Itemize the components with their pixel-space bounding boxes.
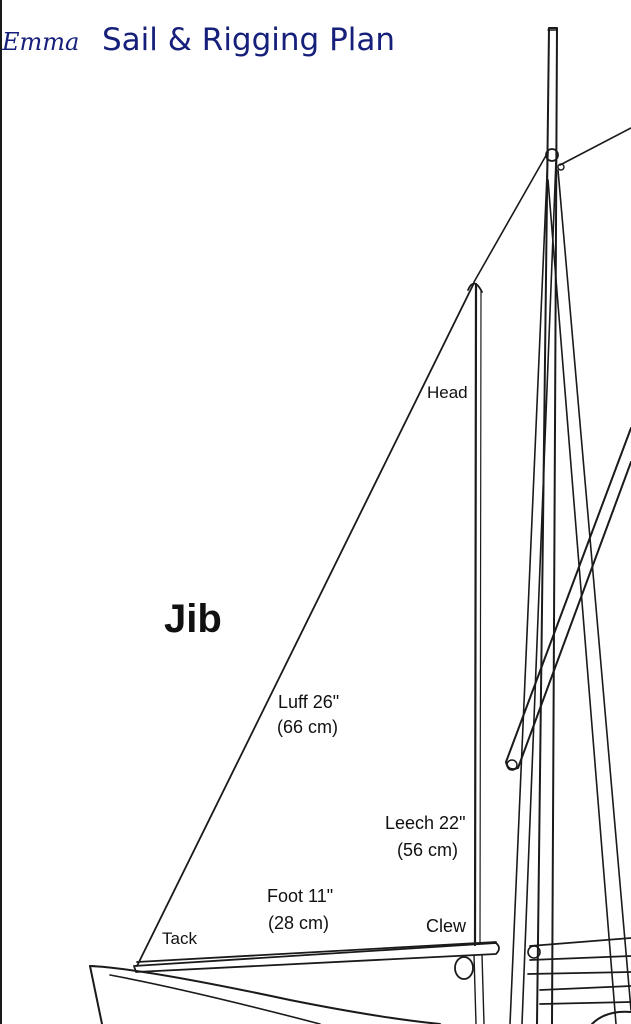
sail-name-label: Jib xyxy=(164,597,222,641)
gaff-spar xyxy=(505,427,631,771)
rigging-lines xyxy=(473,127,631,1024)
clew-label: Clew xyxy=(426,916,467,936)
hull xyxy=(89,965,441,1024)
luff-metric-label: (66 cm) xyxy=(277,717,338,737)
leech-metric-label: (56 cm) xyxy=(397,840,458,860)
foot-metric-label: (28 cm) xyxy=(268,913,329,933)
jib-sail xyxy=(136,282,497,967)
page-title: Sail & Rigging Plan xyxy=(102,22,395,58)
tack-label: Tack xyxy=(162,929,197,948)
head-label: Head xyxy=(427,383,468,402)
mast xyxy=(536,27,558,1024)
leech-label: Leech 22" xyxy=(385,813,465,833)
jib-boom xyxy=(133,942,500,1024)
luff-label: Luff 26" xyxy=(278,692,339,712)
foot-label: Foot 11" xyxy=(267,886,333,906)
boat-name: Emma xyxy=(1,28,79,56)
deck-hardware xyxy=(527,937,631,1024)
